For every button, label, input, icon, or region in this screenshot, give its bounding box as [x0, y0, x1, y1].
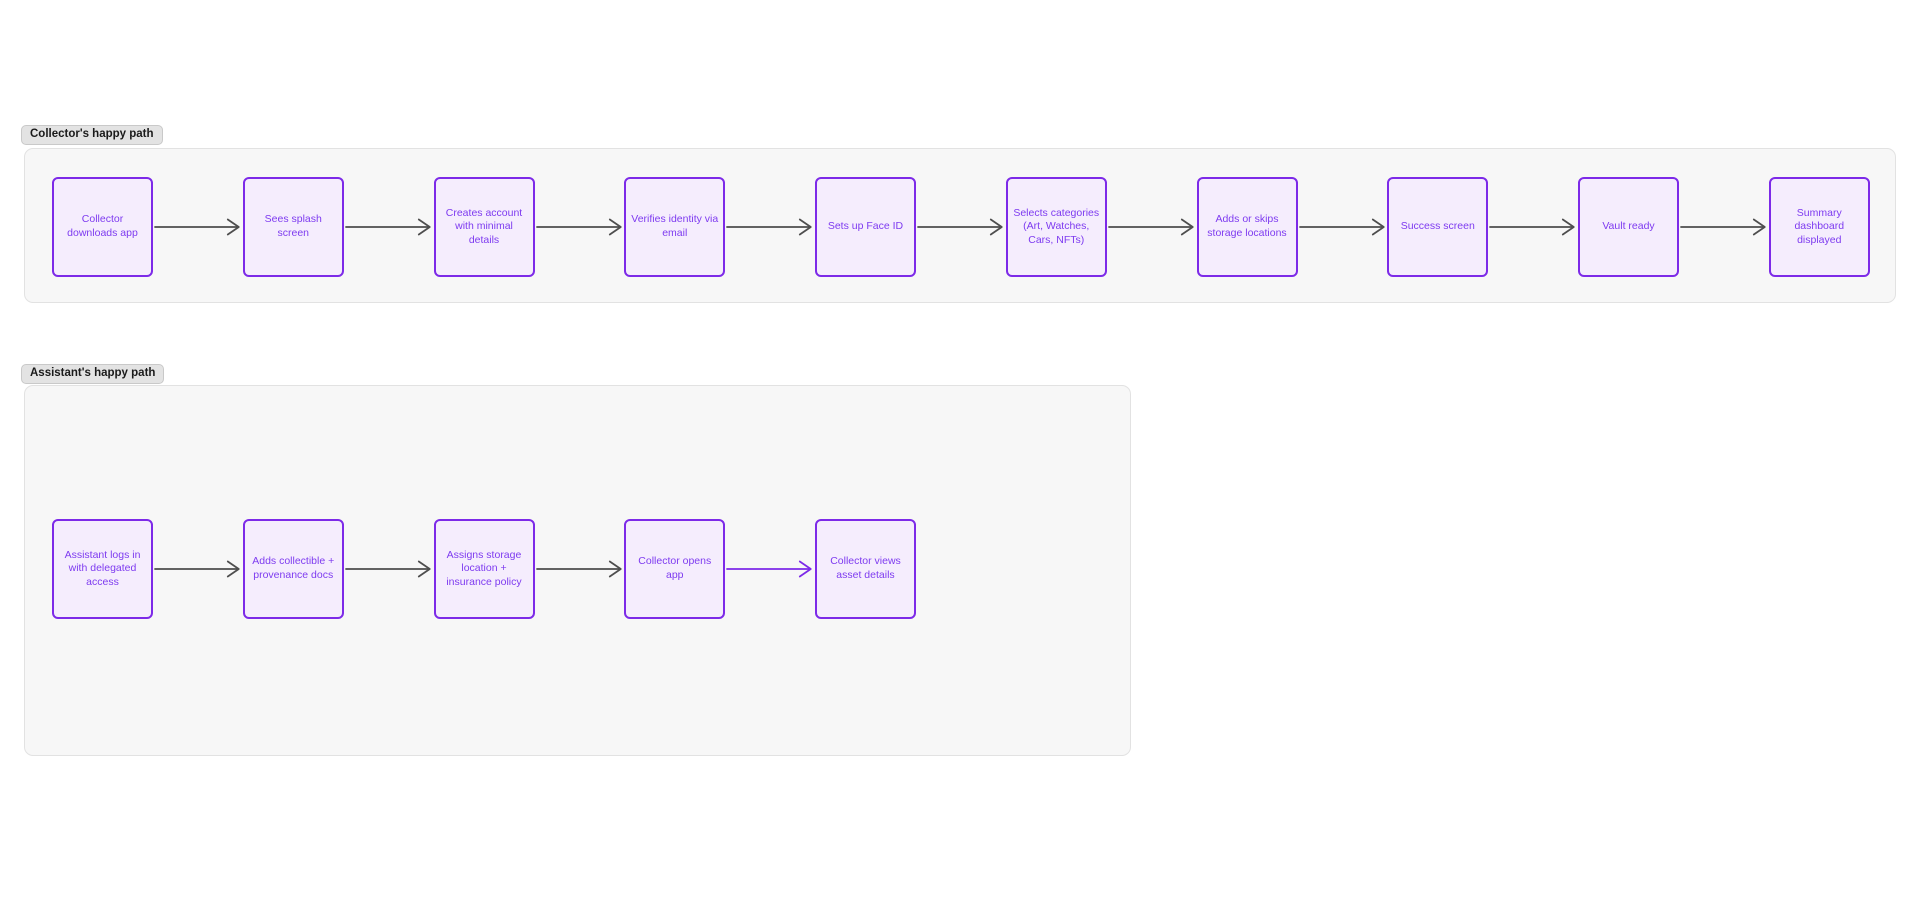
flow-node[interactable]: Verifies identity via email	[624, 177, 726, 277]
flow-arrow[interactable]	[535, 519, 625, 619]
flow-node[interactable]: Summary dashboard displayed	[1768, 177, 1870, 277]
lane-assistant-happy-path[interactable]: Assistant logs in with delegated access …	[24, 385, 1131, 756]
flow-arrow[interactable]	[916, 177, 1006, 277]
flow-node[interactable]: Creates account with minimal details	[433, 177, 535, 277]
flow-arrow-highlighted[interactable]	[725, 519, 815, 619]
flow-step: Summary dashboard displayed	[1768, 177, 1870, 277]
flow-node[interactable]: Assistant logs in with delegated access	[52, 519, 153, 619]
flow-step: Adds or skips storage locations	[1196, 177, 1388, 277]
flow-node-label: Vault ready	[1602, 220, 1655, 233]
arrow-right-icon	[917, 218, 1003, 236]
flow-arrow[interactable]	[1107, 177, 1197, 277]
flow-node-label: Collector opens app	[638, 555, 712, 581]
flow-step: Adds collectible + provenance docs	[242, 519, 434, 619]
flow-node-label: Success screen	[1400, 220, 1475, 233]
flow-node-label: Assigns storage location + insurance pol…	[446, 548, 522, 588]
flow-node[interactable]: Selects categories (Art, Watches, Cars, …	[1005, 177, 1107, 277]
flow-node-label: Collector downloads app	[67, 213, 138, 239]
flow-node-label: Adds or skips storage locations	[1207, 213, 1287, 239]
flow-arrow[interactable]	[153, 519, 243, 619]
flow-step: Collector views asset details	[815, 519, 916, 619]
arrow-right-icon	[1489, 218, 1575, 236]
flow-arrow[interactable]	[344, 177, 434, 277]
flow-step: Selects categories (Art, Watches, Cars, …	[1005, 177, 1197, 277]
flow-node[interactable]: Sets up Face ID	[815, 177, 916, 277]
flow-step: Verifies identity via email	[624, 177, 815, 277]
flow-node[interactable]: Success screen	[1387, 177, 1489, 277]
flow-row-assistant: Assistant logs in with delegated access …	[52, 519, 916, 619]
arrow-right-icon	[344, 218, 431, 236]
arrow-right-icon	[726, 560, 812, 578]
flow-node[interactable]: Sees splash screen	[242, 177, 344, 277]
lane-collector-happy-path[interactable]: Collector downloads app Sees splash scre…	[24, 148, 1896, 303]
flow-node[interactable]: Collector views asset details	[815, 519, 916, 619]
arrow-right-icon	[154, 218, 240, 236]
arrow-right-icon	[1680, 218, 1766, 236]
flow-step: Creates account with minimal details	[433, 177, 625, 277]
arrow-right-icon	[1298, 218, 1385, 236]
flow-arrow[interactable]	[725, 177, 815, 277]
flow-node[interactable]: Collector downloads app	[52, 177, 153, 277]
flow-arrow[interactable]	[344, 519, 434, 619]
flow-node-label: Summary dashboard displayed	[1794, 206, 1845, 246]
arrow-right-icon	[535, 560, 622, 578]
arrow-right-icon	[726, 218, 812, 236]
flow-node-label: Assistant logs in with delegated access	[64, 548, 141, 588]
arrow-right-icon	[535, 218, 622, 236]
flow-node-label: Sets up Face ID	[827, 220, 904, 233]
section-label-collector-happy-path[interactable]: Collector's happy path	[21, 125, 163, 145]
flow-node-label: Selects categories (Art, Watches, Cars, …	[1013, 206, 1100, 246]
flow-arrow[interactable]	[535, 177, 625, 277]
arrow-right-icon	[154, 560, 240, 578]
arrow-right-icon	[1107, 218, 1194, 236]
flow-node[interactable]: Assigns storage location + insurance pol…	[433, 519, 535, 619]
flow-step: Collector downloads app	[52, 177, 243, 277]
flow-node[interactable]: Adds collectible + provenance docs	[242, 519, 344, 619]
flow-node-label: Creates account with minimal details	[445, 206, 523, 246]
flow-node[interactable]: Adds or skips storage locations	[1196, 177, 1298, 277]
flow-node-label: Collector views asset details	[830, 555, 901, 581]
flow-node[interactable]: Vault ready	[1578, 177, 1679, 277]
flow-node-label: Verifies identity via email	[631, 213, 719, 239]
flow-row-collector: Collector downloads app Sees splash scre…	[52, 177, 1870, 277]
flow-step: Sees splash screen	[242, 177, 434, 277]
arrow-right-icon	[344, 560, 431, 578]
flow-node-label: Sees splash screen	[264, 213, 322, 239]
flow-step: Assistant logs in with delegated access	[52, 519, 243, 619]
flow-arrow[interactable]	[153, 177, 243, 277]
flow-step: Assigns storage location + insurance pol…	[433, 519, 625, 619]
flow-arrow[interactable]	[1679, 177, 1769, 277]
flow-arrow[interactable]	[1488, 177, 1578, 277]
flow-step: Collector opens app	[624, 519, 815, 619]
flow-step: Sets up Face ID	[815, 177, 1006, 277]
section-label-assistant-happy-path[interactable]: Assistant's happy path	[21, 364, 165, 384]
flow-node-label: Adds collectible + provenance docs	[252, 555, 335, 581]
flow-node[interactable]: Collector opens app	[624, 519, 726, 619]
flow-step: Vault ready	[1578, 177, 1769, 277]
flow-step: Success screen	[1387, 177, 1578, 277]
flow-arrow[interactable]	[1298, 177, 1388, 277]
